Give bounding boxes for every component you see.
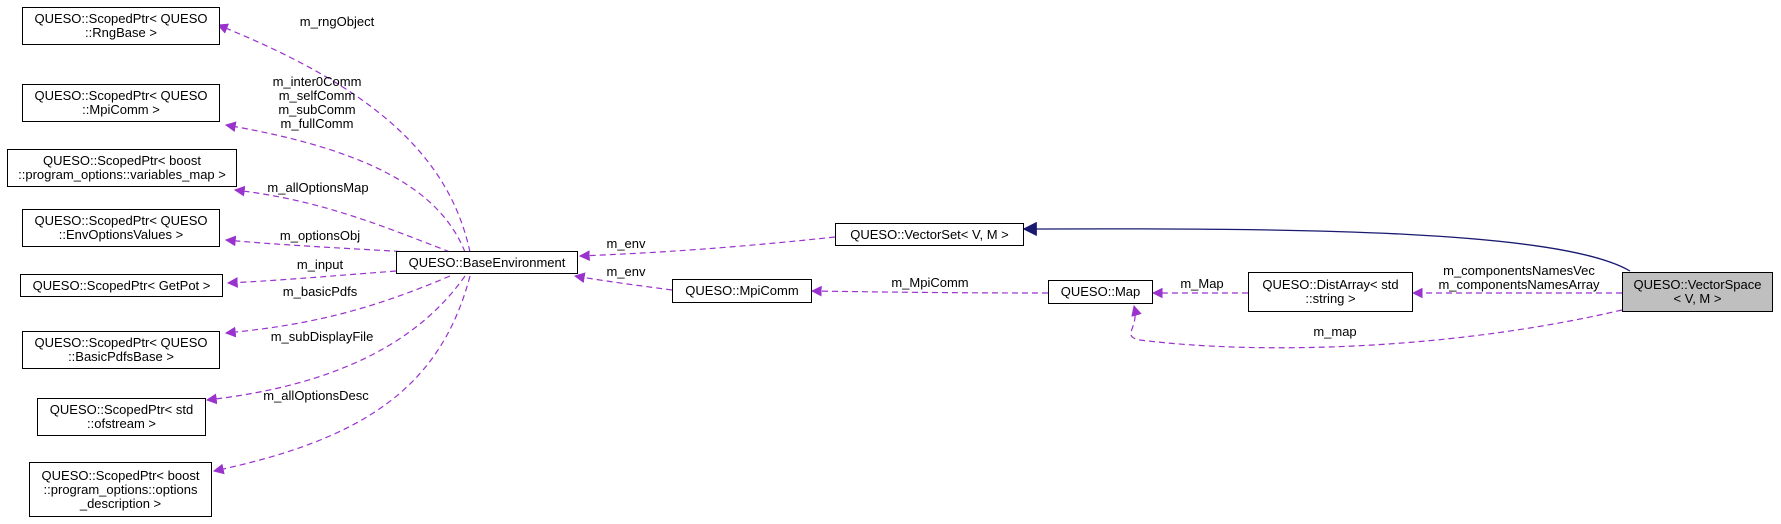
edge-rng (216, 23, 471, 253)
edge-vectorspace-vectorset (1022, 221, 1631, 272)
node-vectorspace[interactable]: QUESO::VectorSpace < V, M > (1622, 272, 1773, 312)
node-label: ::BasicPdfsBase > (68, 349, 174, 364)
node-label: ::EnvOptionsValues > (58, 227, 184, 242)
node-vectorset[interactable]: QUESO::VectorSet< V, M > (835, 223, 1024, 246)
node-varmap[interactable]: QUESO::ScopedPtr< boost ::program_option… (7, 149, 237, 187)
edge-map-mpicomm (810, 285, 1049, 297)
node-map[interactable]: QUESO::Map (1048, 280, 1153, 304)
node-label: QUESO::ScopedPtr< QUESO (34, 11, 208, 26)
node-envopts[interactable]: QUESO::ScopedPtr< QUESO ::EnvOptionsValu… (22, 209, 220, 247)
node-ofstream[interactable]: QUESO::ScopedPtr< std ::ofstream > (37, 398, 206, 436)
edge-label-getpot: m_input (296, 257, 344, 272)
node-label: QUESO::ScopedPtr< std (49, 402, 194, 417)
node-getpot[interactable]: QUESO::ScopedPtr< GetPot > (20, 274, 223, 297)
node-optdesc[interactable]: QUESO::ScopedPtr< boost ::program_option… (29, 462, 212, 517)
node-label: QUESO::ScopedPtr< boost (43, 153, 201, 168)
node-distarray[interactable]: QUESO::DistArray< std ::string > (1248, 272, 1413, 312)
edge-envopts (224, 235, 411, 253)
edge-label-basicpdfs: m_basicPdfs (282, 284, 358, 299)
node-label: QUESO::ScopedPtr< QUESO (34, 213, 208, 228)
node-label: QUESO::ScopedPtr< QUESO (34, 335, 208, 350)
node-label: QUESO::ScopedPtr< GetPot > (32, 277, 211, 293)
node-label: ::string > (1305, 291, 1356, 306)
edge-vectorspace-map (1130, 304, 1623, 349)
edge-label-vectorspace-distarray: m_componentsNamesVec m_componentsNamesAr… (1438, 263, 1600, 292)
node-mpicomm-ptr[interactable]: QUESO::ScopedPtr< QUESO ::MpiComm > (22, 84, 220, 122)
edge-varmap (233, 185, 451, 253)
edge-label-mpicomm-env: m_env (606, 264, 646, 279)
node-label: QUESO::Map (1060, 284, 1141, 299)
node-label: QUESO::MpiComm (685, 283, 799, 298)
edge-label-vectorspace-map: m_map (1313, 324, 1357, 339)
edge-getpot (226, 270, 397, 288)
node-label: QUESO::DistArray< std (1262, 277, 1399, 292)
node-label: QUESO::ScopedPtr< QUESO (34, 88, 208, 103)
node-mpicomm[interactable]: QUESO::MpiComm (672, 279, 812, 303)
edge-mpicomm-env (573, 272, 673, 291)
node-label: ::RngBase > (85, 25, 157, 40)
node-label: ::program_options::variables_map > (18, 167, 226, 182)
edge-label-map-mpicomm: m_MpiComm (891, 275, 969, 290)
edge-label-vectorset-env: m_env (606, 236, 646, 251)
edge-label-distarray-map: m_Map (1180, 276, 1224, 291)
node-basicpdfs[interactable]: QUESO::ScopedPtr< QUESO ::BasicPdfsBase … (22, 331, 220, 369)
node-base-environment[interactable]: QUESO::BaseEnvironment (396, 251, 578, 274)
edge-basicpdfs (224, 275, 451, 338)
node-label: QUESO::BaseEnvironment (408, 254, 566, 270)
edge-label-optdesc: m_allOptionsDesc (263, 388, 369, 403)
edge-optdesc (212, 275, 471, 475)
node-rng[interactable]: QUESO::ScopedPtr< QUESO ::RngBase > (22, 7, 220, 45)
node-label: ::ofstream > (87, 416, 156, 431)
edge-label-rng: m_rngObject (299, 14, 375, 29)
node-label: ::MpiComm > (82, 102, 160, 117)
node-label: < V, M > (1673, 291, 1722, 306)
edge-label-envopts: m_optionsObj (279, 228, 361, 243)
node-label: ::program_options::options (43, 481, 198, 497)
node-label: _description > (79, 495, 162, 511)
edge-label-ofstream: m_subDisplayFile (270, 329, 374, 344)
edge-label-mpicomm-ptr: m_inter0Comm m_selfComm m_subComm m_full… (272, 74, 362, 131)
node-label: QUESO::VectorSet< V, M > (850, 226, 1009, 242)
node-label: QUESO::VectorSpace (1633, 277, 1762, 292)
edge-ofstream (205, 275, 466, 405)
edge-label-varmap: m_allOptionsMap (267, 180, 369, 195)
node-label: QUESO::ScopedPtr< boost (41, 467, 200, 483)
